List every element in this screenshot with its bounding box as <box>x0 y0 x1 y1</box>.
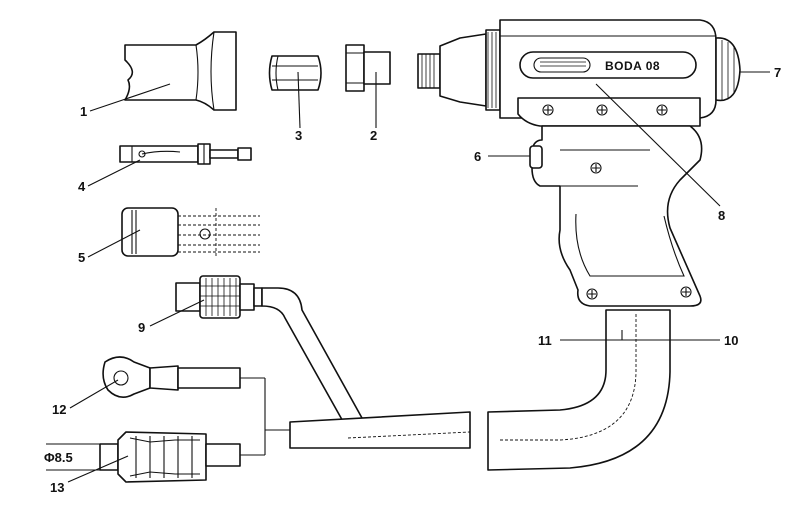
part-2-adapter <box>345 44 391 92</box>
callout-8: 8 <box>718 208 725 223</box>
main-cable-left <box>289 411 471 449</box>
part-12-ring-terminal <box>102 356 265 398</box>
dimension-label: Φ8.5 <box>44 450 73 465</box>
callout-12: 12 <box>52 402 66 417</box>
connector-cable <box>261 287 363 426</box>
callout-2: 2 <box>370 128 377 143</box>
leader-lines <box>67 71 770 483</box>
part-5-cap <box>121 207 260 258</box>
callout-1: 1 <box>80 104 87 119</box>
part-13-plug <box>46 431 265 483</box>
gun-model-label: BODA 08 <box>605 59 660 73</box>
callout-10: 10 <box>724 333 738 348</box>
callout-9: 9 <box>138 320 145 335</box>
callout-numbers: 1 2 3 4 5 6 7 8 9 10 11 12 13 <box>50 65 781 495</box>
callout-13: 13 <box>50 480 64 495</box>
callout-11: 11 <box>538 333 552 348</box>
dimension-phi-8-5: Φ8.5 <box>44 450 73 465</box>
part-1-chuck <box>124 31 237 111</box>
callout-5: 5 <box>78 250 85 265</box>
callout-3: 3 <box>295 128 302 143</box>
main-cable-right <box>487 309 671 471</box>
cable-junction-bracket <box>264 378 290 455</box>
part-9-connector <box>175 275 263 319</box>
callout-4: 4 <box>78 179 86 194</box>
part-3-hex-nut <box>268 55 322 91</box>
part-4-stud-holder <box>119 143 252 165</box>
welding-gun: BODA 08 <box>417 19 741 307</box>
callout-6: 6 <box>474 149 481 164</box>
callout-7: 7 <box>774 65 781 80</box>
